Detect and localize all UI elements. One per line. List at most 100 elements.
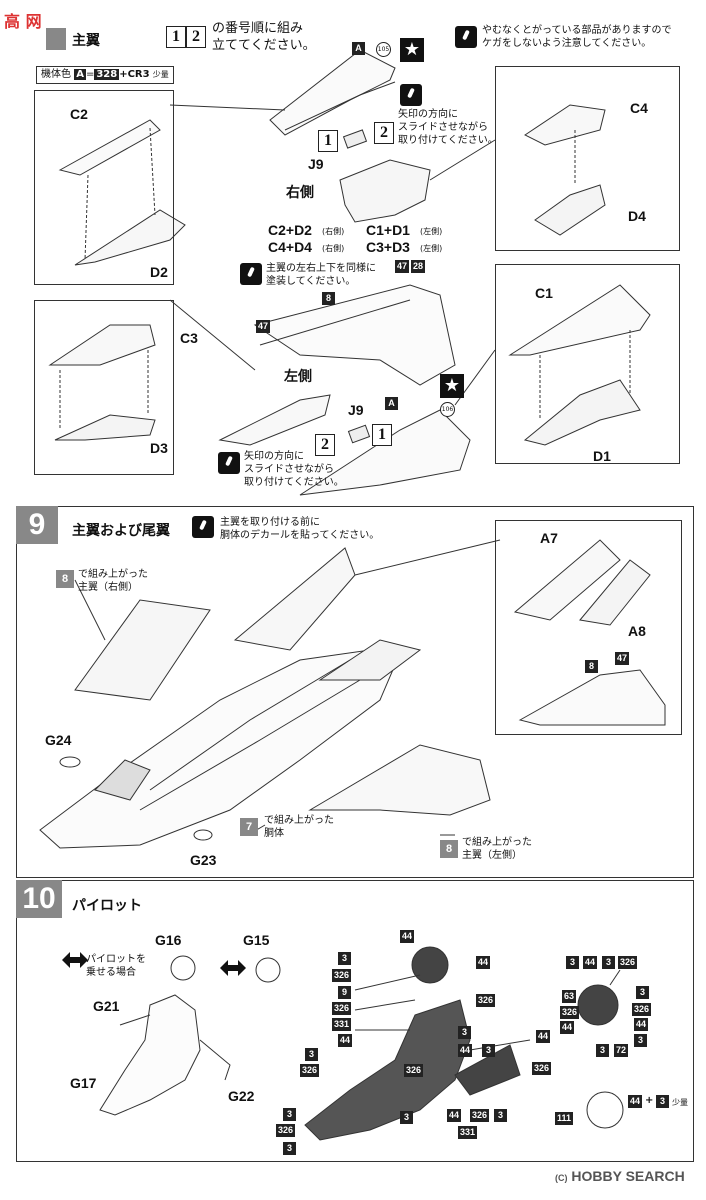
body-color-spec: 機体色 A=328+CR3 少量	[36, 66, 174, 84]
inset-marker-8: 8	[585, 660, 598, 673]
paint-code: 326	[476, 994, 496, 1007]
left-side-label: 左側	[284, 368, 312, 384]
footer-logo: (C) HOBBY SEARCH	[555, 1168, 685, 1184]
part-g23: G23	[190, 852, 217, 868]
assembled-left-wing: で組み上がった 主翼（左側）	[462, 837, 532, 861]
step-9-number: 9	[16, 506, 58, 544]
marker-28: 28	[411, 260, 426, 273]
helmet-paint-code: 326	[560, 1006, 580, 1019]
inset-c1-d1	[495, 264, 680, 464]
step-8-number-bar	[46, 28, 66, 50]
part-d1: D1	[593, 448, 611, 464]
order-instruction: の番号順に組み 立ててください。	[212, 21, 316, 53]
body-color-key: A	[74, 69, 86, 80]
paint-code: 44	[476, 956, 491, 969]
paint-code: 326	[276, 1124, 296, 1137]
combo-2a: C4+D4	[268, 239, 312, 255]
step-8-frame	[16, 20, 692, 505]
caution-sharp-parts: やむなくとがっている部品がありますので ケガをしないよう注意してください。	[482, 25, 672, 49]
arm-paint-code: 326	[532, 1062, 552, 1075]
combo-2b: C3+D3	[366, 239, 410, 255]
paint-caution: 主翼の左右上下を同様に 塗装してください。	[266, 263, 376, 287]
caution-icon-slide-bottom	[218, 452, 240, 474]
paint-code: 3	[400, 1111, 413, 1124]
part-d4: D4	[628, 208, 646, 224]
helmet-paint-code: 63	[562, 990, 577, 1003]
marker-8: 8	[322, 292, 335, 305]
paint-code: 326	[404, 1064, 424, 1077]
arm-paint-code: 3	[482, 1044, 495, 1057]
helmet-paint-code: 3	[566, 956, 579, 969]
marker-a-bottom: A	[385, 397, 398, 410]
footer-tag: (C)	[555, 1173, 568, 1183]
part-g15: G15	[243, 932, 270, 948]
part-g16: G16	[155, 932, 182, 948]
watermark-logo: 高 网	[4, 8, 42, 32]
part-d2: D2	[150, 264, 168, 280]
part-g17: G17	[70, 1075, 97, 1091]
step-10-frame	[16, 880, 694, 1162]
part-c2: C2	[70, 106, 88, 122]
inset-c3-d3	[34, 300, 174, 475]
assembled-left-num: 8	[440, 840, 458, 858]
option-pilot-text: パイロットを 乗せる場合	[86, 954, 146, 978]
assembled-fuselage: で組み上がった 胴体	[264, 815, 334, 839]
step-9-frame	[16, 506, 694, 878]
paint-code: 326	[300, 1064, 320, 1077]
helmet-paint-code: 3	[602, 956, 615, 969]
paint-code: 3	[338, 952, 351, 965]
step-10-number: 10	[16, 880, 62, 918]
marker-47-b: 47	[256, 320, 271, 333]
slide-step-1-top: 1	[318, 130, 338, 152]
step-8-title: 主翼	[72, 33, 100, 49]
body-color-label: 機体色	[41, 69, 71, 80]
paint-code: 3	[458, 1026, 471, 1039]
slide-caution-top: 矢印の方向に スライドさせながら 取り付けてください。	[398, 109, 498, 146]
marker-106: 106	[440, 402, 455, 417]
helmet-paint-code: 44	[583, 956, 598, 969]
arm-paint-code: 331	[458, 1126, 478, 1139]
caution-icon-slide-top	[400, 84, 422, 106]
paint-code: 3	[305, 1048, 318, 1061]
caution-icon-paint	[240, 263, 262, 285]
order-num-2: 2	[186, 26, 206, 48]
helmet-paint-code: 3	[634, 1034, 647, 1047]
helmet-paint-code: 44	[634, 1018, 649, 1031]
slide-step-1-bottom: 1	[372, 424, 392, 446]
caution-icon-decal	[192, 516, 214, 538]
part-a8: A8	[628, 623, 646, 639]
arm-paint-code: 326	[470, 1109, 490, 1122]
assembled-right-wing: で組み上がった 主翼（右側）	[78, 569, 148, 593]
helmet-paint-code: 3	[636, 986, 649, 999]
inset-c4-d4	[495, 66, 680, 251]
body-color-plus: +CR3	[119, 69, 150, 80]
step-10-title: パイロット	[72, 898, 142, 914]
decal-caution: 主翼を取り付ける前に 胴体のデカールを貼ってください。	[220, 517, 380, 541]
part-a7: A7	[540, 530, 558, 546]
paint-code: 44	[458, 1044, 473, 1057]
combo-2a-note: (右側)	[322, 244, 345, 253]
part-g22: G22	[228, 1088, 255, 1104]
paint-code: 3	[283, 1108, 296, 1121]
combo-1b-note: (左側)	[420, 227, 443, 236]
marker-105: 105	[376, 42, 391, 57]
body-color-eq: =	[85, 69, 95, 80]
face-paint-small: 少量	[672, 1098, 688, 1107]
arm-paint-code: 44	[536, 1030, 551, 1043]
paint-code: 9	[338, 986, 351, 999]
paint-code: 326	[332, 1002, 352, 1015]
combo-1b: C1+D1	[366, 222, 410, 238]
part-c1: C1	[535, 285, 553, 301]
paint-code: 3	[283, 1142, 296, 1155]
inset-c2-d2	[34, 90, 174, 285]
face-paint-plus: +	[645, 1095, 654, 1106]
face-paint-code: 111	[555, 1112, 574, 1125]
body-color-num: 328	[94, 69, 120, 80]
helmet-paint-code: 326	[618, 956, 638, 969]
slide-step-2-bottom: 2	[315, 434, 335, 456]
star-icon-bottom: ★	[440, 374, 464, 398]
combo-1a-note: (右側)	[322, 227, 345, 236]
watermark-text: 高 网	[4, 12, 42, 31]
arm-paint-code: 44	[447, 1109, 462, 1122]
